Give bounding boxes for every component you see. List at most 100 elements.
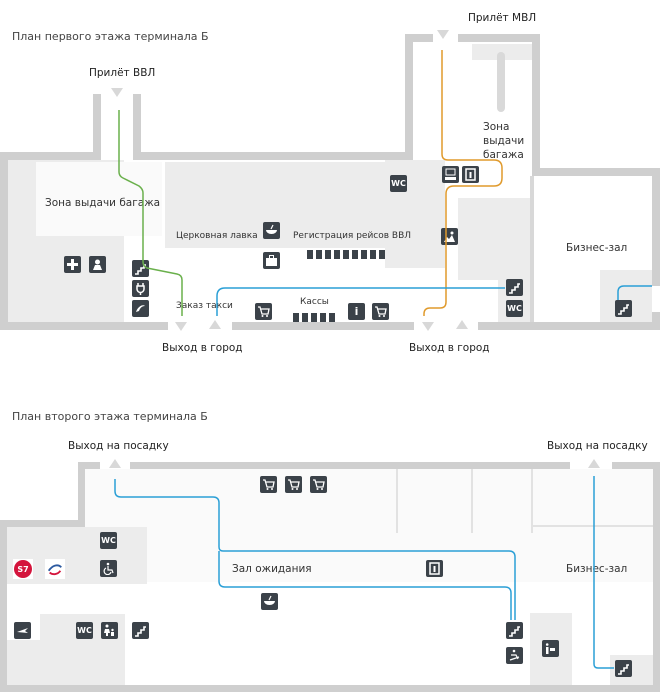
label-line: выдачи bbox=[483, 135, 525, 147]
wall bbox=[478, 322, 660, 330]
partition bbox=[471, 469, 473, 533]
shop-icon[interactable] bbox=[255, 303, 272, 320]
desk bbox=[370, 250, 376, 259]
wall bbox=[0, 685, 660, 692]
exit-city-left-label: Выход в город bbox=[162, 342, 243, 354]
wall bbox=[133, 152, 411, 160]
wall bbox=[653, 462, 660, 692]
s7-logo[interactable]: S7 bbox=[13, 559, 33, 579]
label-line: багажа bbox=[483, 149, 524, 161]
wall bbox=[133, 94, 141, 160]
wall bbox=[93, 94, 101, 160]
wc-icon[interactable]: WC bbox=[100, 532, 117, 549]
stairs-icon[interactable] bbox=[506, 622, 523, 639]
customs-icon[interactable] bbox=[442, 166, 459, 183]
business-lounge-label: Бизнес-зал bbox=[566, 242, 628, 254]
wall bbox=[0, 520, 85, 527]
passport-control-icon[interactable] bbox=[426, 560, 443, 577]
wall bbox=[232, 322, 414, 330]
stairs-icon[interactable] bbox=[506, 279, 523, 296]
hand-dryer-icon[interactable] bbox=[132, 300, 149, 317]
arrow-up-icon bbox=[209, 320, 221, 329]
stairs-icon[interactable] bbox=[615, 300, 632, 317]
arrow-down-icon bbox=[422, 322, 434, 331]
desk bbox=[361, 250, 367, 259]
desk bbox=[334, 250, 340, 259]
service-area bbox=[7, 640, 125, 685]
taxi-order-label: Заказ такси bbox=[176, 301, 233, 311]
arrival-international-label: Прилёт МВЛ bbox=[468, 12, 537, 24]
luggage-icon[interactable] bbox=[263, 252, 280, 269]
arrow-down-icon bbox=[437, 30, 449, 39]
wall bbox=[0, 152, 100, 160]
escalator-accessible-icon[interactable] bbox=[506, 647, 523, 664]
boarding-left-label: Выход на посадку bbox=[68, 440, 169, 452]
wc-icon[interactable]: WC bbox=[506, 300, 523, 317]
baggage-claim-label: Зона выдачи багажа bbox=[45, 197, 161, 209]
police-icon[interactable] bbox=[89, 256, 106, 273]
wall bbox=[78, 462, 85, 528]
partition bbox=[533, 525, 653, 527]
wall bbox=[532, 34, 540, 174]
shop-icon[interactable] bbox=[285, 476, 302, 493]
checkin-desks bbox=[307, 250, 385, 259]
baggage-belt bbox=[497, 52, 505, 112]
ticket-desks bbox=[293, 313, 335, 322]
baggage-claim-mvl-label: Зона выдачи багажа bbox=[483, 120, 524, 162]
wall bbox=[532, 168, 660, 176]
wall bbox=[652, 312, 660, 330]
wall bbox=[652, 168, 660, 286]
baggage-wrap-icon[interactable] bbox=[441, 228, 458, 245]
shop-icon[interactable] bbox=[310, 476, 327, 493]
desk bbox=[379, 250, 385, 259]
passport-control-icon[interactable] bbox=[462, 166, 479, 183]
business-lounge-label: Бизнес-зал bbox=[566, 563, 628, 575]
desk bbox=[343, 250, 349, 259]
partition bbox=[531, 469, 533, 533]
wc-icon[interactable]: WC bbox=[76, 622, 93, 639]
desk bbox=[293, 313, 299, 322]
desk bbox=[302, 313, 308, 322]
wall bbox=[0, 152, 8, 328]
partition bbox=[530, 176, 534, 322]
info-icon[interactable]: i bbox=[348, 303, 365, 320]
airline-logo[interactable] bbox=[45, 559, 65, 579]
stairs-icon[interactable] bbox=[615, 660, 632, 677]
cafe-icon[interactable] bbox=[263, 222, 280, 239]
floor2-title: План второго этажа терминала Б bbox=[12, 410, 208, 423]
wall bbox=[405, 34, 433, 42]
wall bbox=[0, 520, 7, 692]
accessible-icon[interactable] bbox=[100, 560, 117, 577]
floor1-title: План первого этажа терминала Б bbox=[12, 30, 209, 43]
label-line: Зона bbox=[483, 121, 510, 133]
wc-icon[interactable]: WC bbox=[390, 175, 407, 192]
s7-logo-text: S7 bbox=[14, 560, 32, 578]
wall bbox=[130, 462, 570, 469]
partition bbox=[396, 469, 398, 533]
first-aid-icon[interactable] bbox=[64, 256, 81, 273]
desk bbox=[316, 250, 322, 259]
shop-icon[interactable] bbox=[372, 303, 389, 320]
waiting-hall-label: Зал ожидания bbox=[232, 563, 312, 575]
boarding-right-label: Выход на посадку bbox=[547, 440, 648, 452]
wall bbox=[0, 322, 168, 330]
airplane-icon[interactable] bbox=[14, 622, 31, 639]
desk bbox=[352, 250, 358, 259]
cafe-icon[interactable] bbox=[261, 593, 278, 610]
shop-icon[interactable] bbox=[260, 476, 277, 493]
mother-child-icon[interactable] bbox=[101, 622, 118, 639]
arrow-up-icon bbox=[456, 320, 468, 329]
desk bbox=[307, 250, 313, 259]
arrow-up-icon bbox=[588, 459, 600, 468]
church-shop-label: Церковная лавка bbox=[176, 231, 258, 241]
desk bbox=[311, 313, 317, 322]
checkin-domestic-label: Регистрация рейсов ВВЛ bbox=[293, 231, 412, 241]
stairs-icon[interactable] bbox=[132, 622, 149, 639]
arrival-domestic-label: Прилёт ВВЛ bbox=[89, 67, 156, 79]
arrow-down-icon bbox=[111, 88, 123, 97]
wall bbox=[78, 462, 100, 469]
stairs-icon[interactable] bbox=[132, 260, 149, 277]
charging-icon[interactable] bbox=[132, 280, 149, 297]
desk bbox=[329, 313, 335, 322]
info-desk-icon[interactable] bbox=[542, 640, 559, 657]
